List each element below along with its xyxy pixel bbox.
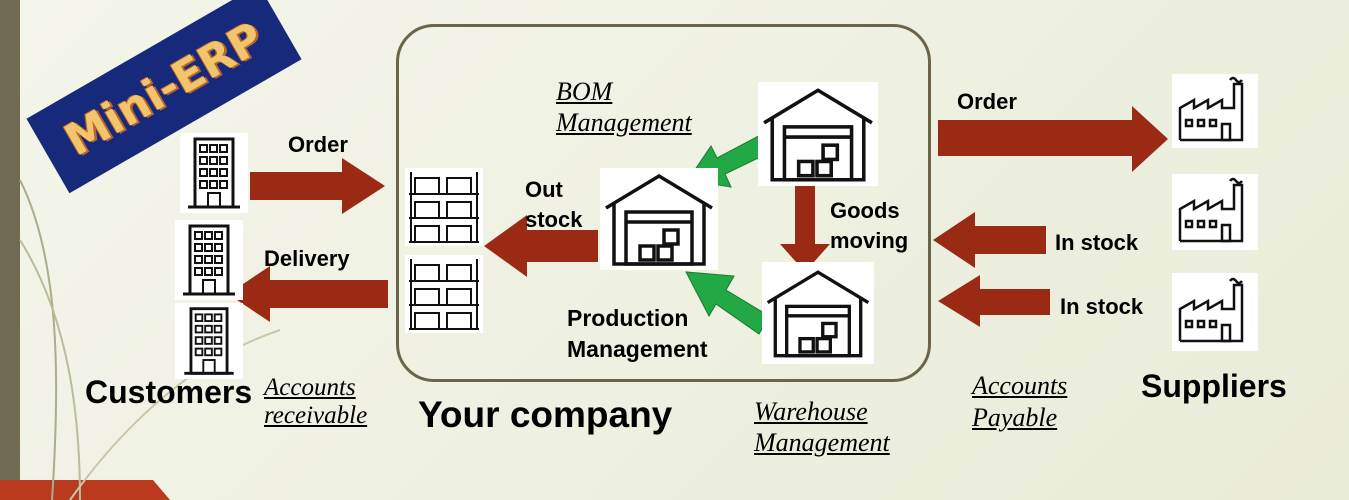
stock-warehouse — [762, 262, 874, 364]
main-warehouse — [758, 82, 878, 186]
customers-label: Customers — [85, 374, 253, 410]
delivery-label: Delivery — [264, 246, 350, 271]
your-company-label: Your company — [418, 394, 673, 435]
out-stock-label: Out stock — [525, 177, 583, 232]
customer-order-label: Order — [288, 132, 348, 157]
bom-management-label: BOM Management — [556, 77, 692, 138]
warehouse-icon — [763, 88, 873, 182]
goods-moving-arrow — [780, 180, 830, 272]
warehouse-management-label: Warehouse Management — [754, 397, 890, 458]
shelving-icon — [409, 259, 479, 330]
corner-accent — [0, 480, 170, 500]
production-management-label: Production Management — [567, 305, 708, 362]
office-building-icon — [184, 307, 234, 375]
in-stock-label-1: In stock — [1055, 230, 1139, 255]
warehouse-icon — [766, 270, 870, 358]
suppliers-label: Suppliers — [1141, 368, 1287, 404]
customer-building-3 — [175, 303, 243, 379]
shelving-icon — [409, 172, 479, 243]
supplier-factory-2 — [1172, 174, 1258, 250]
supplier-order-label: Order — [957, 89, 1017, 114]
warehouse-icon — [605, 173, 713, 266]
office-building-icon — [188, 137, 240, 209]
goods-moving-label: Goods moving — [830, 198, 909, 254]
accounts-receivable-label: Accounts receivable — [264, 374, 368, 429]
supplier-order-arrow — [938, 106, 1168, 172]
left-stripe — [0, 0, 20, 500]
out-stock-arrow — [484, 215, 598, 277]
office-building-icon — [183, 224, 235, 296]
accounts-payable-label: Accounts Payable — [972, 371, 1068, 432]
factory-icon — [1178, 76, 1244, 142]
company-box — [396, 24, 931, 382]
production-green-arrow — [685, 271, 770, 335]
supplier-factory-1 — [1172, 74, 1258, 148]
customer-building-1 — [180, 133, 248, 213]
shelving-2 — [405, 255, 483, 333]
decorative-stems — [19, 179, 281, 500]
in-stock-arrow-1 — [933, 212, 1046, 268]
shelving-1 — [405, 168, 483, 246]
supplier-factory-3 — [1172, 273, 1258, 351]
customer-order-arrow — [250, 158, 385, 214]
factory-icon — [1178, 277, 1244, 343]
delivery-arrow — [228, 266, 388, 322]
factory-icon — [1178, 177, 1244, 243]
in-stock-arrow-2 — [938, 275, 1050, 327]
customer-building-2 — [175, 220, 243, 300]
production-warehouse — [600, 168, 718, 270]
in-stock-label-2: In stock — [1060, 294, 1144, 319]
